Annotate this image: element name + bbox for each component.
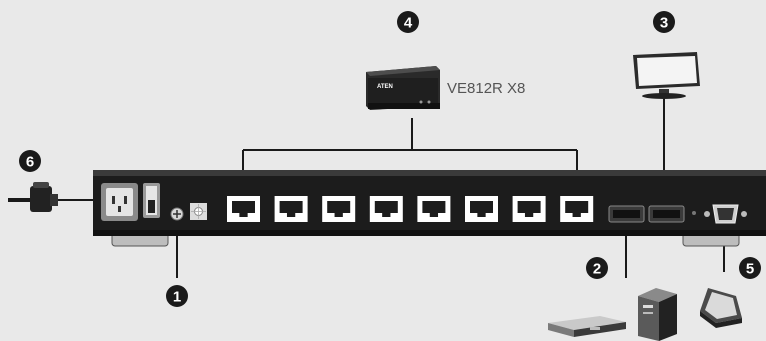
touch-panel-icon [700, 288, 742, 328]
grounding-terminal-icon [170, 207, 184, 221]
receiver-model-label: VE812R X8 [447, 80, 525, 97]
rj45-port-icon[interactable] [560, 196, 594, 222]
callout-6-number: 6 [26, 154, 34, 171]
hdmi-port-icon[interactable] [608, 205, 645, 223]
monitor-icon [633, 52, 700, 99]
firmware-switch-icon[interactable] [190, 203, 207, 220]
callout-5-number: 5 [746, 261, 754, 278]
media-player-icon [548, 316, 626, 337]
status-led [692, 211, 696, 215]
power-plug-icon [30, 182, 58, 212]
power-switch-icon[interactable] [143, 183, 160, 218]
callout-3-number: 3 [660, 15, 668, 32]
receiver-brand-label: ATEN [377, 84, 393, 90]
callout-3: 3 [653, 11, 675, 33]
device-bottom-edge [93, 230, 766, 236]
rj45-port-icon[interactable] [227, 196, 260, 222]
hdmi-port-icon[interactable] [648, 205, 685, 223]
transmitter-unit [93, 170, 766, 247]
pc-tower-icon [638, 288, 677, 341]
rj45-port-icon[interactable] [322, 196, 356, 222]
callout-2: 2 [586, 257, 608, 279]
callout-2-number: 2 [593, 261, 601, 278]
db9-serial-port-icon[interactable] [704, 204, 747, 224]
rj45-port-icon[interactable] [369, 196, 403, 222]
rj45-port-icon[interactable] [512, 196, 546, 222]
receiver-box-icon: ATEN [366, 66, 440, 110]
rj45-port-icon[interactable] [274, 196, 308, 222]
rj45-port-icon[interactable] [417, 196, 451, 222]
rj45-ports [227, 196, 594, 222]
callout-4: 4 [397, 11, 419, 33]
callout-4-number: 4 [404, 15, 413, 32]
callout-1: 1 [166, 285, 188, 307]
power-socket-icon [101, 183, 138, 221]
callout-5: 5 [739, 257, 761, 279]
device-top-edge [93, 170, 766, 176]
callout-6: 6 [19, 150, 41, 172]
rj45-port-icon[interactable] [465, 196, 498, 222]
callout-1-number: 1 [173, 289, 181, 306]
connection-lines [8, 98, 725, 278]
